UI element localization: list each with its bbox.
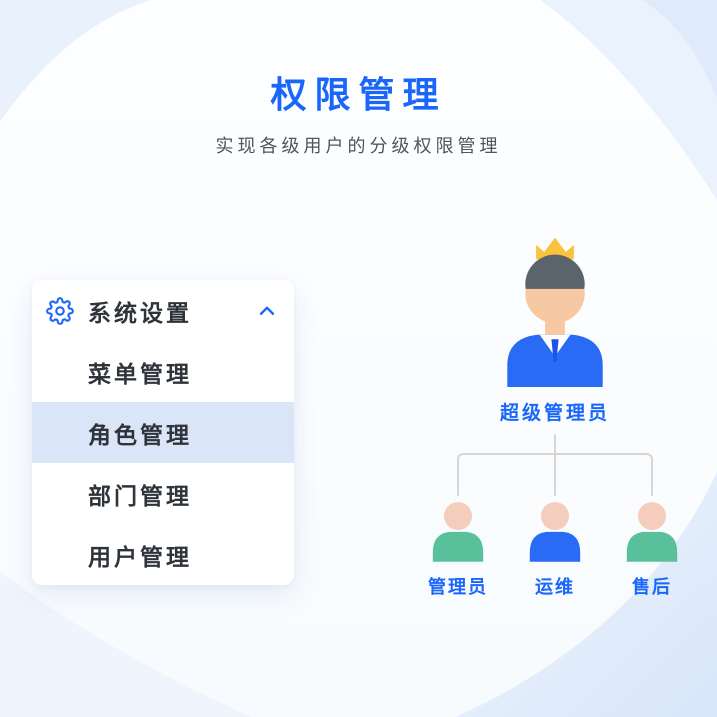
menu-header-label: 系统设置 [88, 299, 192, 326]
aftersales-label: 售后 [632, 577, 672, 597]
super-admin-avatar [492, 234, 618, 387]
org-child-admin: 管理员 [413, 500, 503, 599]
aftersales-avatar [624, 500, 680, 562]
page-title: 权限管理 [270, 74, 447, 115]
menu-item-menu-management[interactable]: 菜单管理 [88, 360, 192, 387]
chevron-up-icon[interactable] [256, 300, 278, 322]
settings-menu-card: 系统设置 菜单管理 角色管理 部门管理 用户管理 [32, 280, 294, 585]
corner-shape-top-right [540, 0, 717, 200]
super-admin-label: 超级管理员 [499, 403, 610, 424]
ops-avatar [527, 500, 583, 562]
gear-icon [46, 296, 74, 325]
admin-label: 管理员 [428, 577, 488, 597]
crown-icon [536, 237, 574, 260]
ops-label: 运维 [535, 577, 575, 597]
org-child-aftersales: 售后 [607, 500, 697, 599]
menu-item-user-management[interactable]: 用户管理 [88, 543, 192, 570]
admin-avatar [430, 500, 486, 562]
corner-shape-bottom-right [456, 472, 717, 717]
page-header: 权限管理 实现各级用户的分级权限管理 [0, 66, 717, 158]
corner-shape-bottom-left [0, 572, 252, 717]
menu-item-department-management[interactable]: 部门管理 [88, 482, 192, 509]
org-child-ops: 运维 [510, 500, 600, 599]
page-subtitle: 实现各级用户的分级权限管理 [215, 136, 502, 156]
org-chart: 超级管理员 管理员 运 [395, 234, 715, 604]
org-connector-lines [457, 434, 653, 496]
menu-item-system-settings[interactable]: 系统设置 [32, 280, 294, 341]
corner-shape-top-left [0, 0, 150, 122]
menu-item-role-management[interactable]: 角色管理 [32, 402, 294, 463]
